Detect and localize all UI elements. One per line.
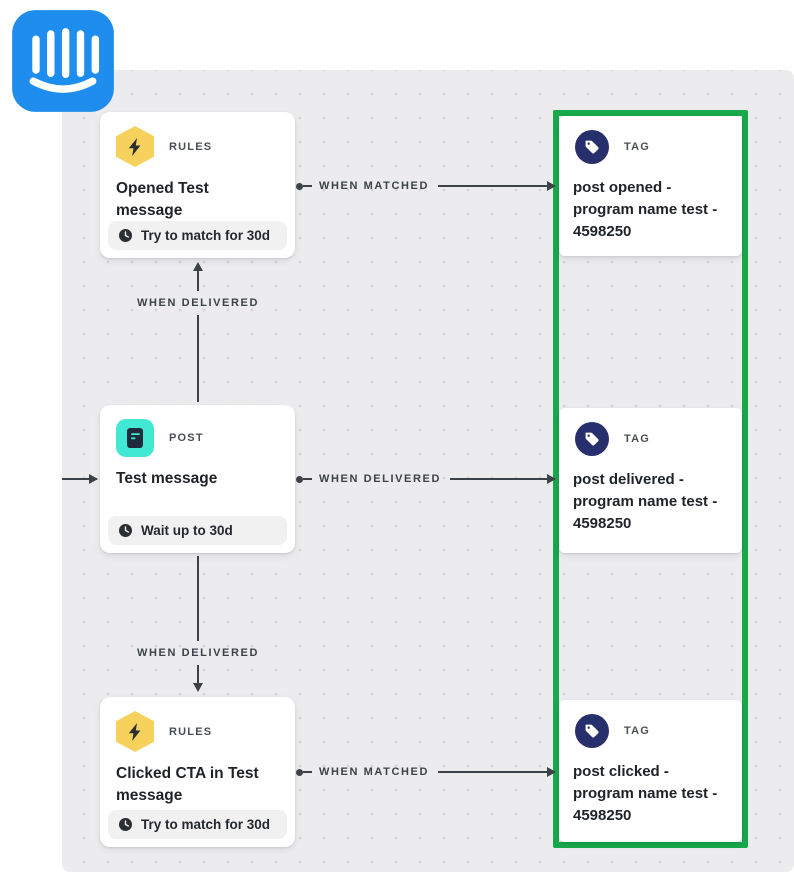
node-type-label: RULES <box>169 725 213 738</box>
edge-dot <box>296 475 303 483</box>
rules-lightning-icon <box>116 711 154 752</box>
edge-dot <box>296 182 303 190</box>
intercom-logo-icon <box>12 10 114 112</box>
node-title: Test message <box>116 470 218 487</box>
node-type-label: TAG <box>624 433 651 445</box>
node-title: Opened Test message <box>116 180 209 220</box>
edge-when-matched-bottom: WHEN MATCHED <box>296 764 556 780</box>
node-header: TAG <box>559 700 742 748</box>
node-type-label: TAG <box>624 141 651 153</box>
tag-icon <box>575 714 609 748</box>
node-tag-post-opened[interactable]: TAG post opened - program name test - 45… <box>559 116 742 256</box>
node-header: RULES <box>100 697 295 752</box>
edge-label: WHEN DELIVERED <box>136 297 260 309</box>
node-header: RULES <box>100 112 295 167</box>
node-header: TAG <box>559 116 742 164</box>
edge-label: WHEN DELIVERED <box>136 647 260 659</box>
node-header: POST <box>100 405 295 457</box>
highlight-box <box>553 110 748 848</box>
node-tag-post-delivered[interactable]: TAG post delivered - program name test -… <box>559 408 742 553</box>
match-window-pill[interactable]: Try to match for 30d <box>108 810 287 839</box>
node-type-label: POST <box>169 432 204 444</box>
pill-label: Wait up to 30d <box>141 523 233 538</box>
node-type-label: TAG <box>624 725 651 737</box>
pill-label: Try to match for 30d <box>141 817 271 832</box>
wait-window-pill[interactable]: Wait up to 30d <box>108 516 287 545</box>
intercom-logo <box>10 8 116 114</box>
arrow-down-icon <box>193 683 203 692</box>
node-header: TAG <box>559 408 742 456</box>
clock-icon <box>119 818 132 831</box>
node-title: post delivered - program name test - 459… <box>573 471 718 532</box>
post-document-icon <box>116 419 154 457</box>
edge-label: WHEN MATCHED <box>319 180 430 192</box>
node-rules-opened[interactable]: RULES Opened Test message Try to match f… <box>100 112 295 258</box>
node-type-label: RULES <box>169 140 213 153</box>
node-title: post clicked - program name test - 45982… <box>573 763 718 824</box>
tag-icon <box>575 130 609 164</box>
pill-label: Try to match for 30d <box>141 228 271 243</box>
match-window-pill[interactable]: Try to match for 30d <box>108 221 287 250</box>
clock-icon <box>119 229 132 242</box>
clock-icon <box>119 524 132 537</box>
node-rules-clicked-cta[interactable]: RULES Clicked CTA in Test message Try to… <box>100 697 295 847</box>
node-title: Clicked CTA in Test message <box>116 765 259 805</box>
edge-when-delivered-right: WHEN DELIVERED <box>296 471 556 487</box>
arrow-right-icon <box>438 767 556 777</box>
rules-lightning-icon <box>116 126 154 167</box>
edge-when-delivered-down: WHEN DELIVERED <box>98 556 298 692</box>
node-tag-post-clicked[interactable]: TAG post clicked - program name test - 4… <box>559 700 742 842</box>
edge-when-matched-top: WHEN MATCHED <box>296 178 556 194</box>
node-post-test-message[interactable]: POST Test message Wait up to 30d <box>100 405 295 553</box>
tag-icon <box>575 422 609 456</box>
arrow-up-icon <box>193 262 203 271</box>
arrow-right-icon <box>450 474 556 484</box>
edge-label: WHEN DELIVERED <box>319 473 442 485</box>
edge-when-delivered-up: WHEN DELIVERED <box>98 262 298 402</box>
edge-entry-arrow <box>62 471 98 487</box>
edge-label: WHEN MATCHED <box>319 766 430 778</box>
edge-dot <box>296 768 303 776</box>
arrow-right-icon <box>438 181 556 191</box>
node-title: post opened - program name test - 459825… <box>573 179 718 240</box>
